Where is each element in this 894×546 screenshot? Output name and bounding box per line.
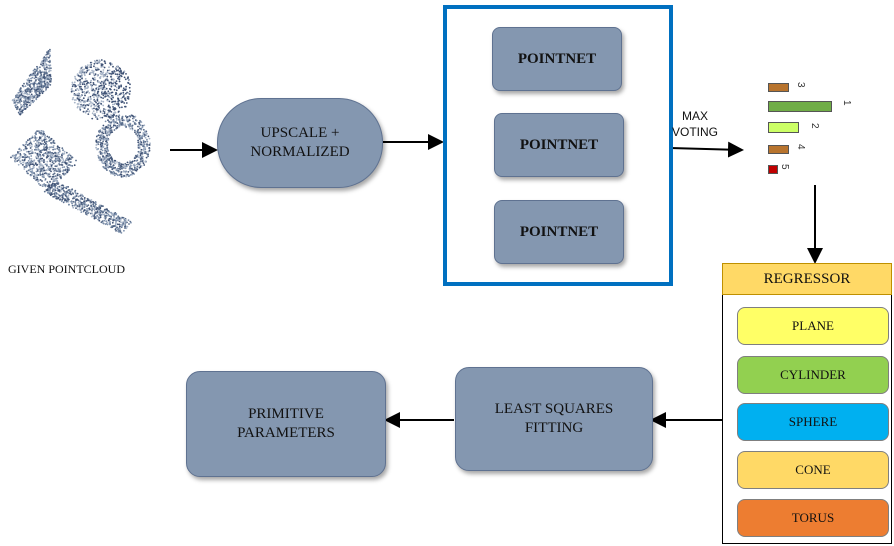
- vote-bar-rank-4: [768, 145, 789, 154]
- pointcloud-image: [10, 48, 151, 234]
- vote-bar-rank-5: [768, 165, 778, 174]
- regressor-item-cylinder: CYLINDER: [737, 356, 889, 394]
- vote-bar-rank-3: [768, 83, 789, 92]
- vote-rank-label-5: 5: [779, 164, 790, 170]
- arrow-pointnet-to-voting: [669, 141, 744, 158]
- regressor-item-cone: CONE: [737, 451, 889, 489]
- pointnet-node-1: POINTNET: [492, 27, 622, 91]
- vote-rank-label-3: 3: [795, 82, 806, 88]
- pointnet-ensemble-frame: [443, 5, 673, 286]
- regressor-item-plane: PLANE: [737, 307, 889, 345]
- least-squares-fitting-node: LEAST SQUARES FITTING: [455, 367, 653, 471]
- max-voting-label: MAX VOTING: [672, 109, 719, 140]
- pointnet-node-3: POINTNET: [494, 200, 624, 264]
- regressor-item-sphere: SPHERE: [737, 403, 889, 441]
- pointnet-node-2: POINTNET: [494, 113, 624, 177]
- vote-rank-label-2: 2: [809, 123, 820, 129]
- regressor-panel: [722, 295, 892, 544]
- vote-bar-rank-1: [768, 101, 832, 112]
- vote-rank-label-1: 1: [841, 100, 852, 106]
- input-label: GIVEN POINTCLOUD: [8, 262, 125, 276]
- regressor-title: REGRESSOR: [722, 263, 892, 295]
- regressor-item-torus: TORUS: [737, 499, 889, 537]
- primitive-parameters-node: PRIMITIVE PARAMETERS: [186, 371, 386, 477]
- upscale-normalized-node: UPSCALE + NORMALIZED: [217, 98, 383, 188]
- vote-bar-rank-2: [768, 122, 799, 133]
- vote-rank-label-4: 4: [795, 144, 806, 150]
